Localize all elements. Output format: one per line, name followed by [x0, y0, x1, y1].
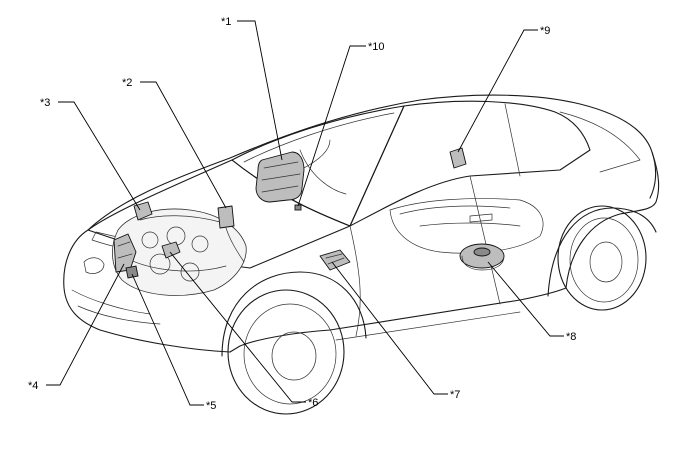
part-1-airbag-module	[255, 151, 305, 203]
leader-6	[169, 251, 306, 403]
front-bumper	[63, 229, 231, 353]
front-wheel	[227, 289, 345, 415]
callout-6: *6	[308, 397, 318, 409]
leader-4	[46, 263, 125, 386]
part-4-front-sensor	[113, 233, 137, 273]
sill-line	[335, 311, 521, 341]
part-3-bracket	[133, 201, 153, 221]
interior-floor	[299, 139, 544, 254]
leader-2	[140, 81, 227, 209]
door-handle	[469, 213, 493, 223]
part-6-sensor	[161, 241, 181, 259]
front-wheel-arch	[221, 271, 367, 357]
leader-7	[331, 261, 448, 395]
part-9-pillar-sensor	[449, 147, 467, 169]
callout-7: *7	[450, 389, 460, 401]
leader-10	[297, 45, 366, 207]
callout-8: *8	[566, 331, 576, 343]
rear-window	[559, 111, 641, 173]
leader-5	[131, 273, 204, 406]
callout-5: *5	[206, 400, 216, 412]
rear-wheel	[557, 205, 647, 311]
part-5-connector	[125, 265, 139, 279]
callout-10: *10	[368, 41, 385, 53]
lower-body	[229, 287, 567, 353]
part-7-control-module	[319, 249, 351, 271]
part-2-connector	[217, 205, 245, 263]
side-window	[349, 100, 591, 227]
roof-outline	[87, 94, 657, 231]
callout-3: *3	[40, 97, 50, 109]
leader-lines	[46, 20, 564, 406]
leader-1	[237, 20, 283, 161]
windshield	[231, 105, 405, 227]
callout-9: *9	[540, 25, 550, 37]
callout-2: *2	[122, 77, 132, 89]
grille	[71, 289, 161, 325]
leader-9	[457, 29, 538, 153]
callout-1: *1	[221, 16, 231, 28]
rear-body	[565, 151, 660, 289]
b-pillar	[504, 103, 521, 177]
callout-labels: *1 *2 *3 *4 *5 *6 *7 *8 *9 *10	[28, 16, 576, 412]
part-8-pump-unit	[459, 243, 505, 271]
fog-lamp	[83, 257, 105, 274]
windshield-inner	[243, 112, 395, 163]
leader-3	[58, 101, 141, 211]
callout-4: *4	[28, 380, 38, 392]
door-line	[349, 175, 501, 337]
rear-wheel-arch	[547, 207, 657, 297]
leader-8	[487, 261, 564, 337]
